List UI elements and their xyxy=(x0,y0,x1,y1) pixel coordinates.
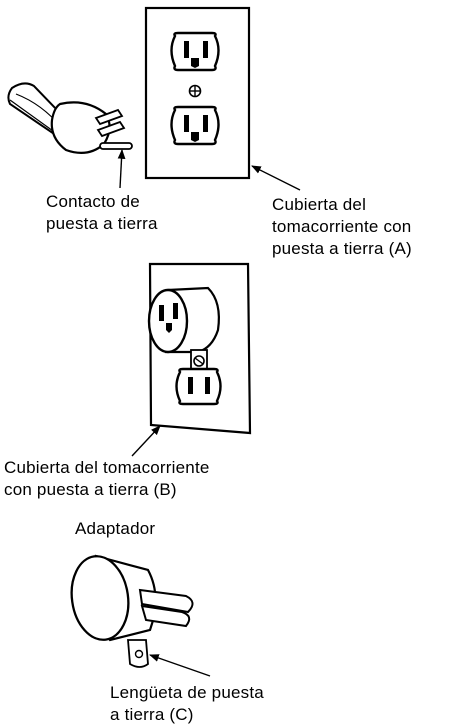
outlet-b-pointer-arrow xyxy=(131,425,161,457)
outlet-b-adapter-cylinder xyxy=(147,286,220,354)
outlet-a-top-receptacle xyxy=(170,31,220,72)
outlet-cover-a-label: Cubierta del tomacorriente con puesta a … xyxy=(272,195,412,258)
outlet-a-center-screw xyxy=(188,84,202,98)
ground-tab-label: Lengüeta de puesta a tierra (C) xyxy=(110,683,264,724)
adapter-drawing xyxy=(70,554,194,668)
outlet-a-bottom-receptacle xyxy=(170,105,220,146)
ground-tab-pointer-arrow xyxy=(149,654,211,677)
grounded-plug xyxy=(7,82,133,155)
adapter-label: Adaptador xyxy=(75,519,156,538)
outlet-a-pointer-arrow xyxy=(251,165,301,191)
outlet-cover-b-label: Cubierta del tomacorriente con puesta a … xyxy=(4,458,210,499)
outlet-b-bottom-receptacle xyxy=(175,367,222,406)
ground-contact-label: Contacto de puesta a tierra xyxy=(46,192,158,233)
outlet-b-ground-tab-screw xyxy=(190,349,208,371)
ground-contact-pointer-arrow xyxy=(117,149,126,189)
